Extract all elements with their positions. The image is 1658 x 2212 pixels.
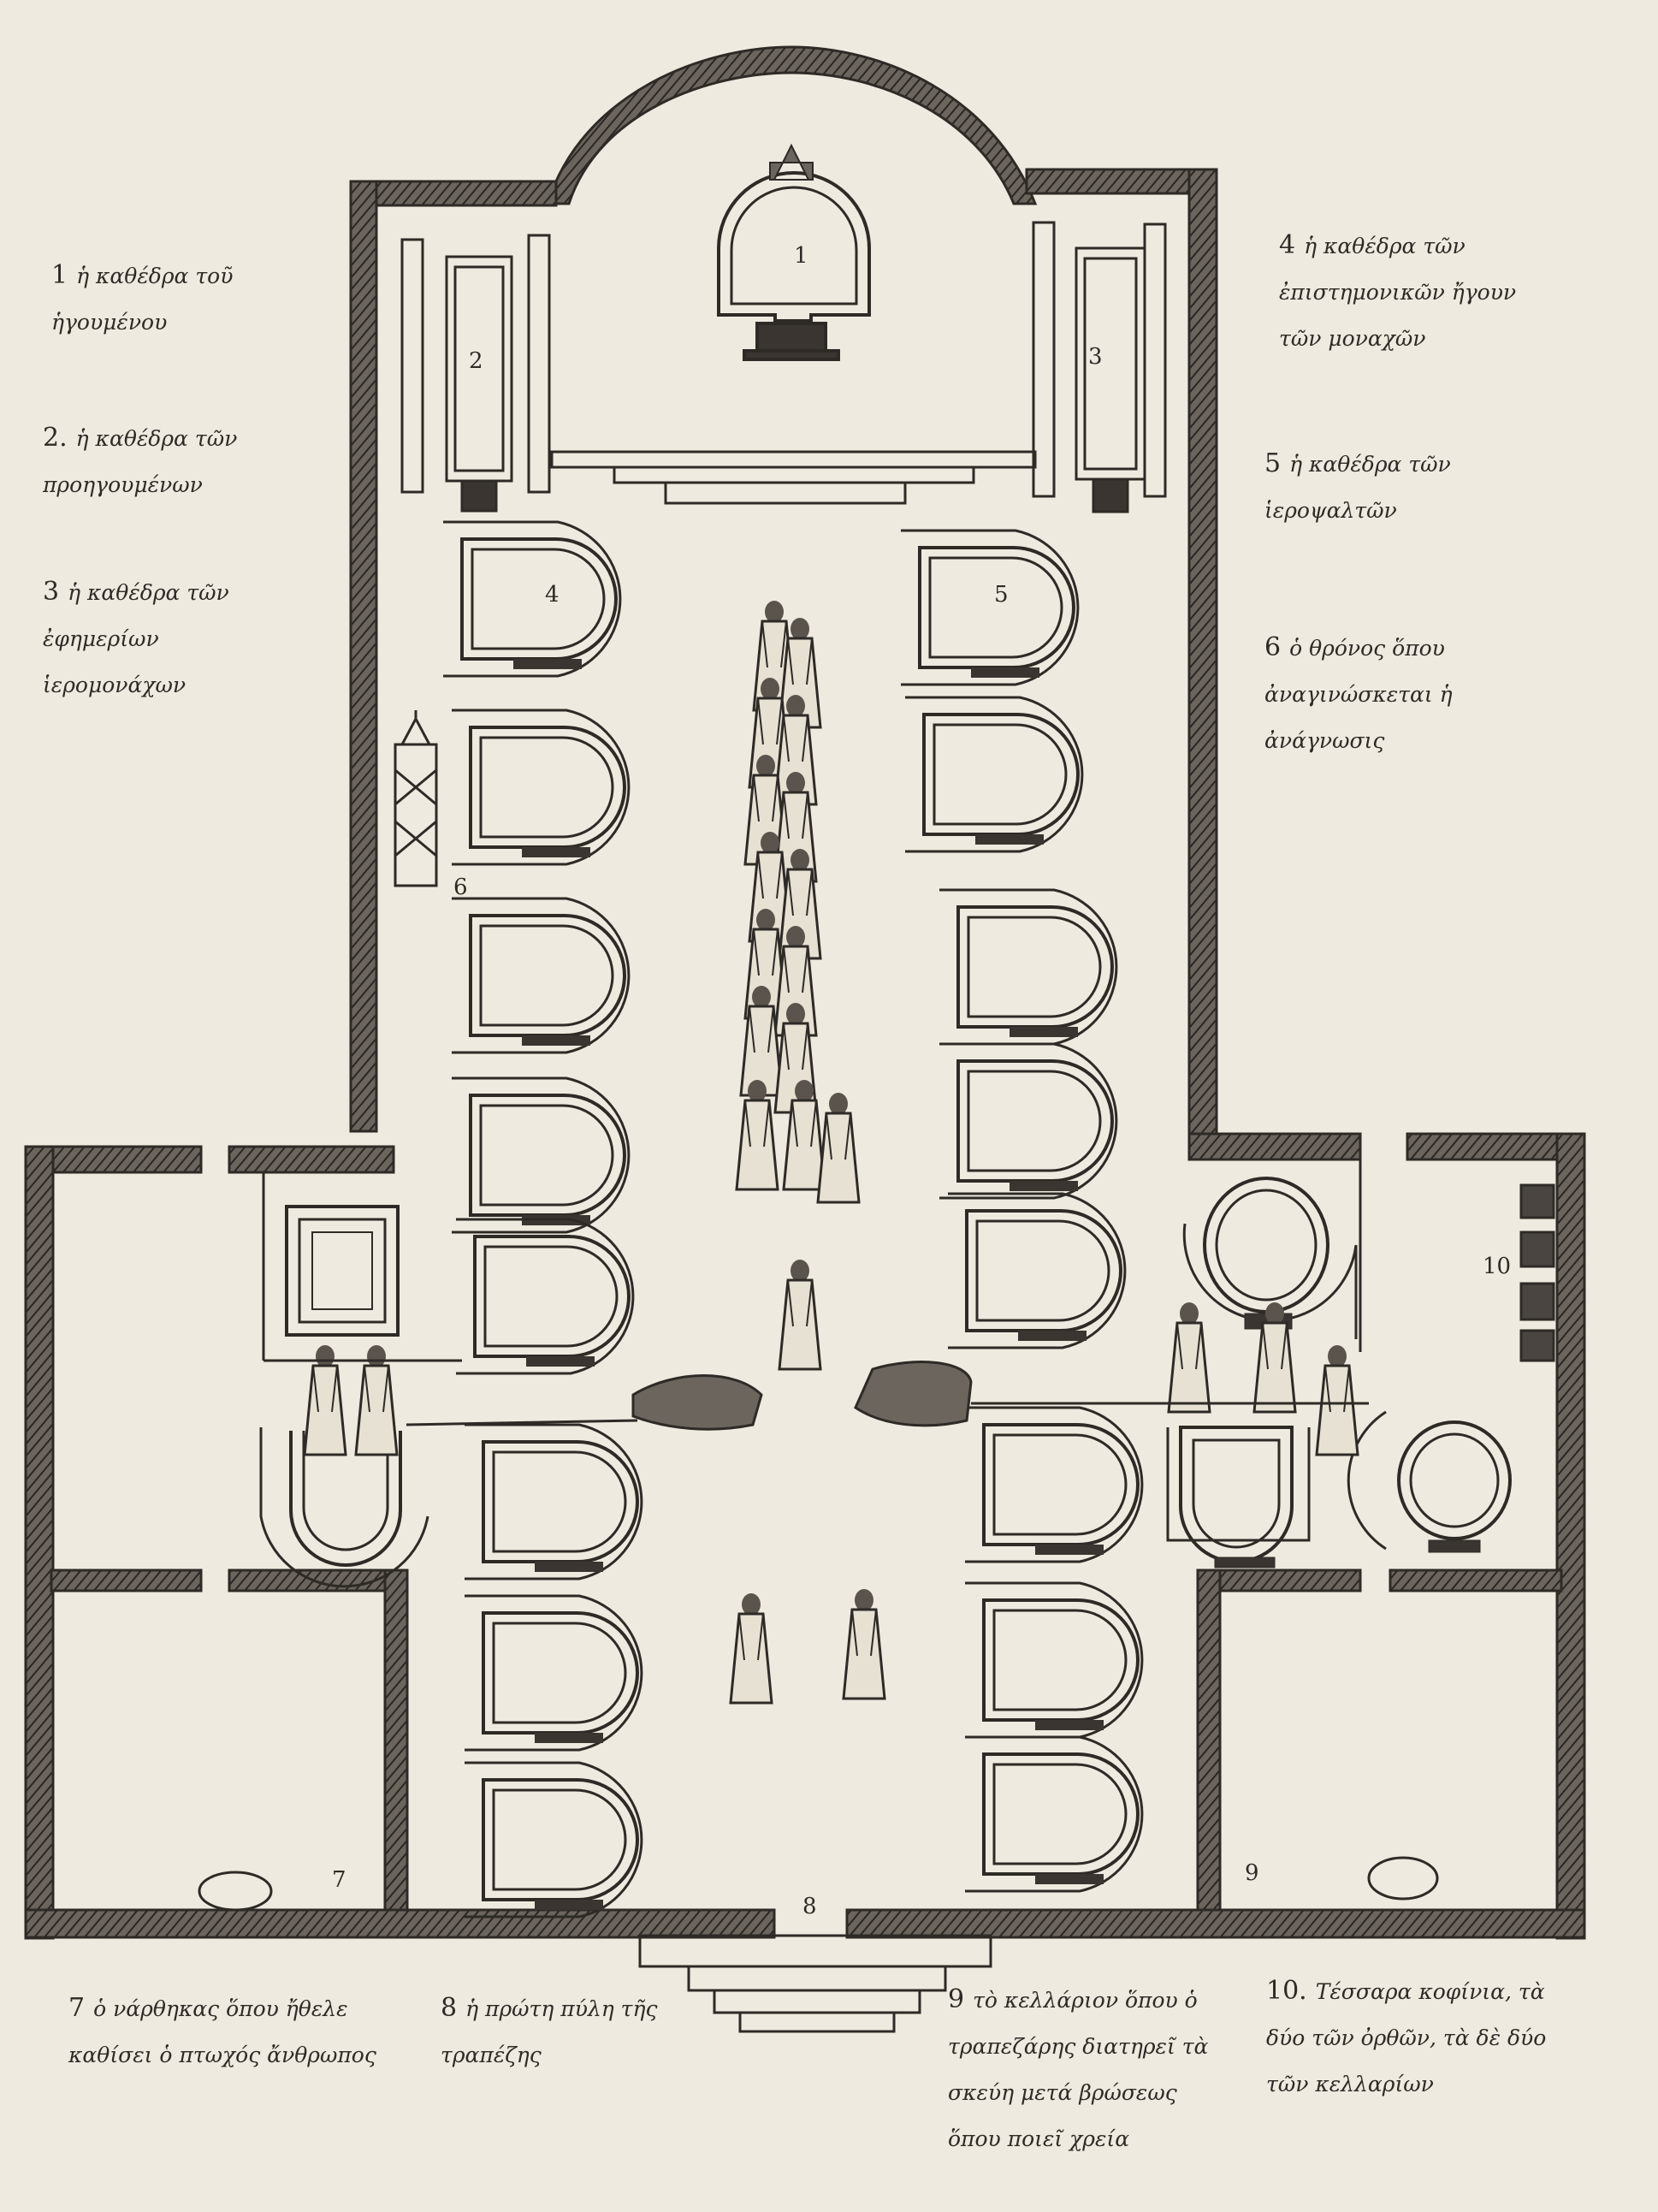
reading-pulpit (394, 710, 438, 887)
legend-number: 7 (68, 1993, 86, 2023)
plan-label-6: 6 (453, 875, 468, 900)
walls (24, 45, 1586, 1940)
legend-number: 3 (43, 577, 60, 607)
legend-note-2: 2.ἡ καθέδρα τῶν προηγουμένων (43, 415, 261, 508)
legend-text: ὁ νάρθηκας ὅπου ἤθελε καθίσει ὁ πτωχός ἄ… (68, 1996, 376, 2067)
legend-number: 6 (1264, 632, 1282, 662)
legend-text: ἡ πρώτη πύλη τῆς τραπέζης (441, 1996, 658, 2067)
monks (303, 599, 1359, 1705)
crossing-lines (262, 1159, 1369, 1426)
plan-label-10: 10 (1483, 1254, 1511, 1279)
plan-label-2: 2 (469, 348, 483, 374)
plan-label-3: 3 (1088, 344, 1103, 370)
legend-text: ἡ καθέδρα τῶν προηγουμένων (43, 426, 238, 497)
legend-text: Τέσσαρα κοφίνια, τὰ δύο τῶν ὀρθῶν, τὰ δὲ… (1266, 1979, 1547, 2096)
side-stalls (400, 221, 1167, 513)
plan-label-9: 9 (1245, 1860, 1259, 1886)
legend-number: 10. (1266, 1976, 1307, 2006)
legend-number: 9 (948, 1984, 965, 2014)
plan-label-4: 4 (545, 582, 560, 608)
legend-text: τὸ κελλάριον ὅπου ὁ τραπεζάρης διατηρεῖ … (948, 1988, 1209, 2151)
plan-label-8: 8 (802, 1894, 817, 1919)
legend-text: ἡ καθέδρα τῶν ἐφημερίων ἱερομονάχων (43, 580, 229, 697)
entrance-steps (638, 1934, 992, 2033)
plan-label-1: 1 (794, 243, 808, 269)
legend-number: 5 (1264, 448, 1282, 478)
legend-number: 8 (441, 1993, 458, 2023)
legend-text: ἡ καθέδρα τῶν ἐπιστημονικῶν ἤγουν τῶν μο… (1279, 234, 1517, 351)
abbot-throne (717, 143, 871, 361)
legend-number: 1 (51, 260, 68, 290)
legend-number: 2. (43, 423, 68, 453)
legend-text: ἡ καθέδρα τοῦ ἡγουμένου (51, 264, 234, 335)
plan-label-5: 5 (994, 582, 1009, 608)
legend-note-10: 10.Τέσσαρα κοφίνια, τὰ δύο τῶν ὀρθῶν, τὰ… (1266, 1968, 1574, 2108)
plan-numbers: 1 2 3 4 5 6 7 8 9 10 (332, 243, 1511, 1919)
legend-text: ἡ καθέδρα τῶν ἱεροψαλτῶν (1264, 452, 1451, 523)
legend-text: ὁ θρόνος ὅπου ἀναγινώσκεται ἡ ἀνάγνωσις (1264, 636, 1453, 753)
plan-label-7: 7 (332, 1867, 346, 1893)
baskets (198, 1183, 1555, 1912)
legend-number: 4 (1279, 230, 1296, 260)
